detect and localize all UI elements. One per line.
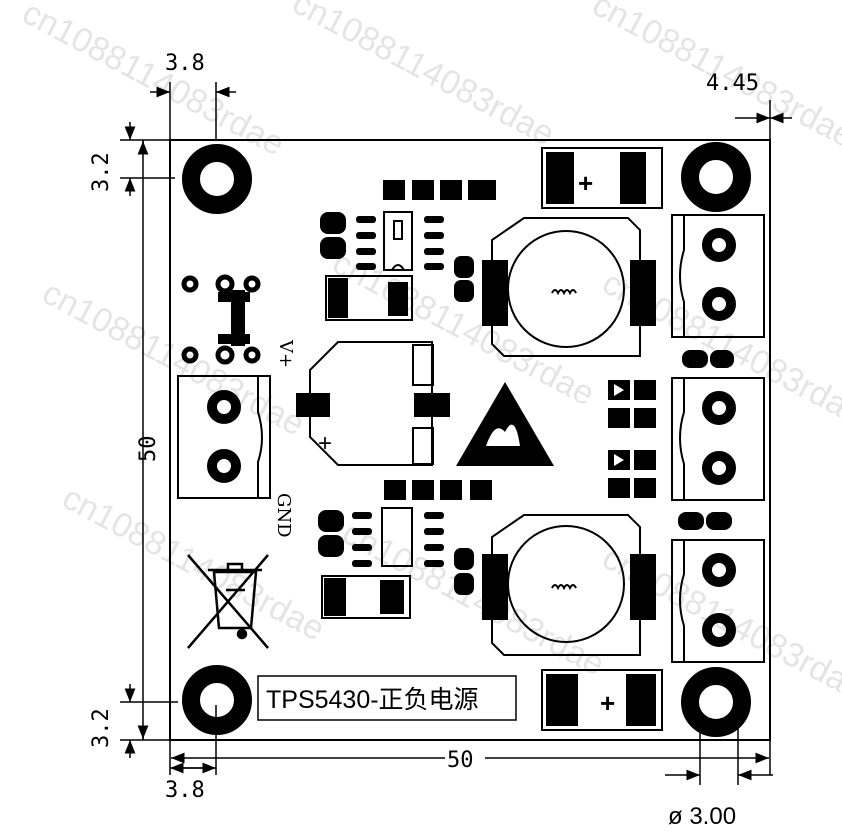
mounting-hole-top-right <box>681 142 751 212</box>
output-terminal-top <box>671 214 765 338</box>
watermark-text: cn1088114083rdae <box>586 0 842 155</box>
dim-bottom-width: 50 <box>447 748 474 773</box>
board-title-label: TPS5430-正负电源 <box>257 675 517 721</box>
capacitor-polarity-plus: + <box>318 430 332 457</box>
lower-inductor <box>482 514 656 656</box>
lower-left-caps <box>318 510 474 595</box>
board-title-text: TPS5430-正负电源 <box>266 686 479 714</box>
mounting-hole-top-left <box>182 144 252 214</box>
esd-warning-icon <box>456 382 554 466</box>
lower-output-capacitor <box>541 669 663 731</box>
input-terminal-block <box>177 375 271 499</box>
mounting-holes <box>182 142 751 737</box>
dim-left-top-offset: 3.2 <box>89 152 114 192</box>
output-terminal-bottom <box>671 539 765 663</box>
weee-bin-icon <box>187 554 269 649</box>
watermark-text: cn1088114083rdae <box>286 0 560 153</box>
jumper-bar <box>231 290 245 346</box>
watermark-text: cn1088114083rdae <box>36 274 310 444</box>
watermark-text: cn1088114083rdae <box>16 0 290 163</box>
mounting-hole-bottom-left <box>182 665 252 735</box>
upper-output-capacitor <box>541 147 663 209</box>
watermark-text: cn1088114083rdae <box>336 514 610 684</box>
jumper-pads <box>181 274 261 365</box>
label-vplus: V+ <box>275 339 296 368</box>
lower-diode <box>321 575 411 619</box>
upper-cap-plus: + <box>578 168 593 198</box>
dim-hole-diameter: ø 3.00 <box>668 803 736 830</box>
dim-left-bottom-offset: 3.2 <box>89 708 114 748</box>
upper-inductor <box>482 217 656 357</box>
input-capacitor <box>296 341 450 466</box>
label-gnd: GND <box>273 493 294 538</box>
dim-bottom-left-offset: 3.8 <box>165 778 205 803</box>
lower-ic <box>352 507 444 567</box>
watermark-layer: cn1088114083rdae cn1088114083rdae cn1088… <box>16 0 842 708</box>
upper-diode <box>325 275 413 321</box>
upper-resistor-row <box>383 180 496 200</box>
board-outline <box>169 139 771 741</box>
upper-ic <box>356 211 444 271</box>
upper-left-caps <box>320 212 474 302</box>
dim-top-left-offset: 3.8 <box>165 51 205 76</box>
lower-resistor-row <box>384 480 492 500</box>
dim-top-right-offset: 4.45 <box>706 71 759 96</box>
lower-cap-plus: + <box>600 688 615 718</box>
dim-left-height: 50 <box>136 436 161 463</box>
mounting-hole-bottom-right <box>681 667 751 737</box>
output-terminal-middle <box>671 377 765 501</box>
dimension-lines <box>120 82 792 785</box>
